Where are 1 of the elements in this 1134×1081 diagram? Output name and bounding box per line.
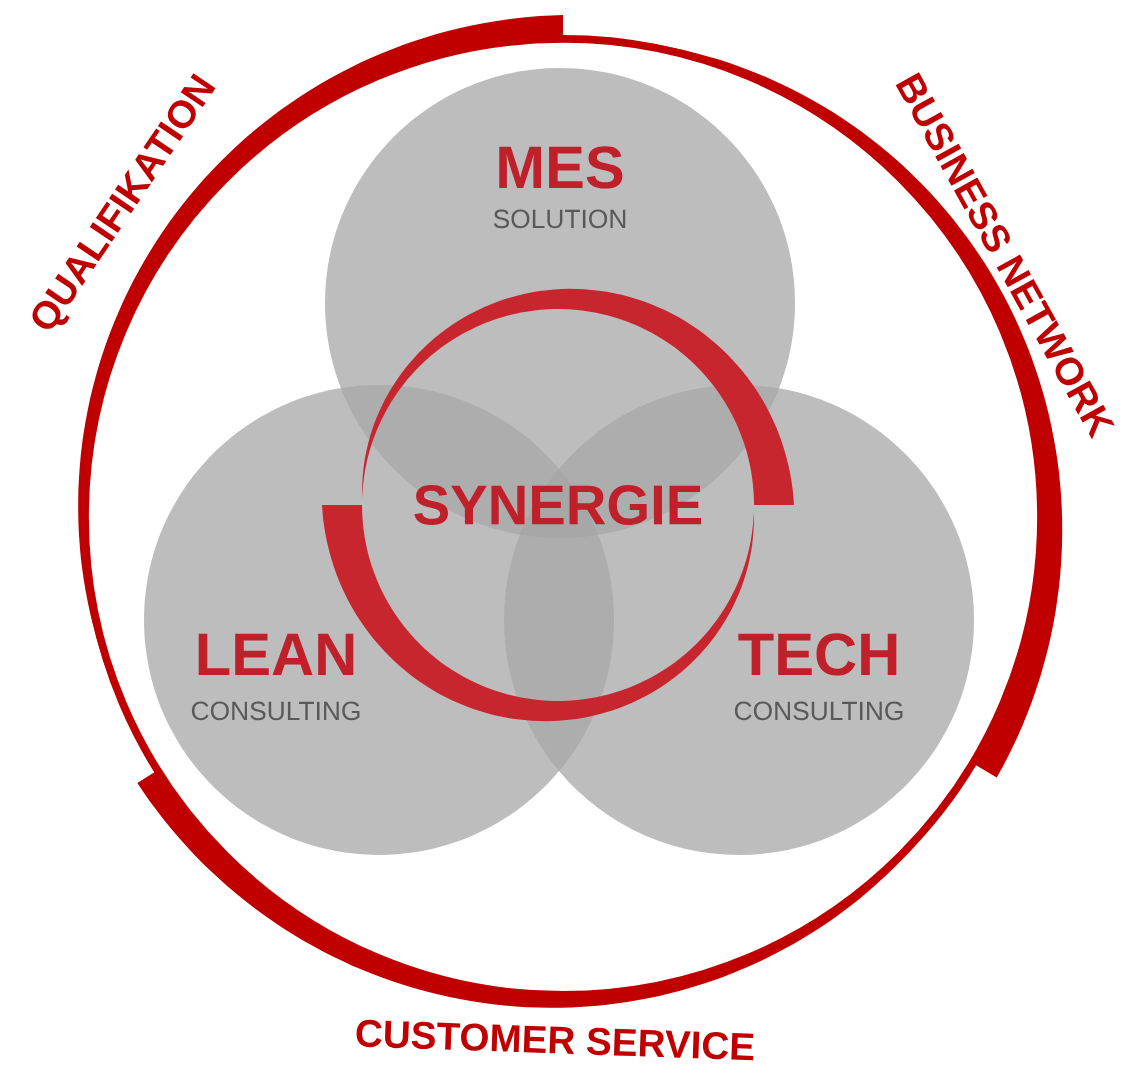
ring-label: CUSTOMER SERVICE: [356, 1019, 754, 1061]
